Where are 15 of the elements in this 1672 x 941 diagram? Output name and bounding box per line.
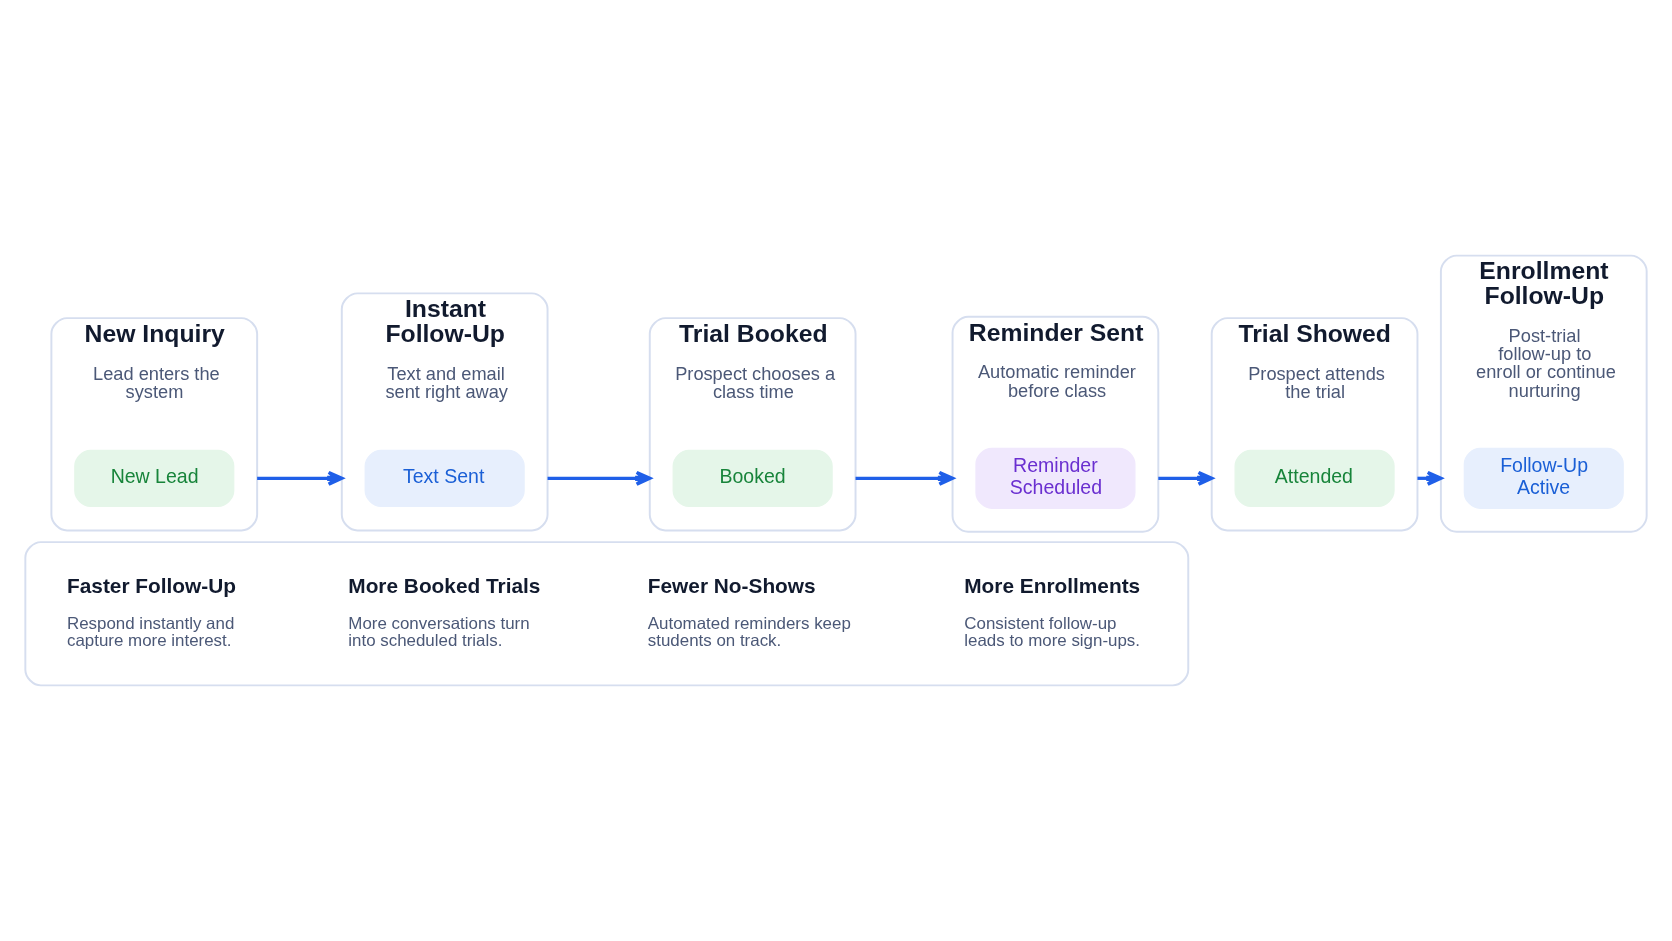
node-box: Follow-Up Active — [1463, 447, 1624, 509]
arrow — [855, 470, 955, 486]
arrow — [257, 470, 344, 486]
node-text: More Enrollments Consistent follow-up leads to more sign-ups. — [964, 573, 1141, 650]
node-box: Reminder Scheduled — [975, 447, 1136, 509]
arrow — [547, 470, 652, 486]
arrow — [1158, 470, 1214, 486]
cluster — [24, 541, 1190, 687]
node-text: Fewer No-Shows Automated reminders keep students on track. — [647, 573, 851, 650]
node-text: More Booked Trials More conversations turn into scheduled trials. — [348, 573, 541, 650]
node-box: Text Sent — [364, 449, 525, 507]
node-text: Faster Follow-Up Respond instantly and capture more interest. — [67, 573, 236, 650]
node-box: New Lead — [74, 449, 235, 507]
node-box: Booked — [672, 449, 833, 507]
node-box: Attended — [1234, 449, 1395, 507]
